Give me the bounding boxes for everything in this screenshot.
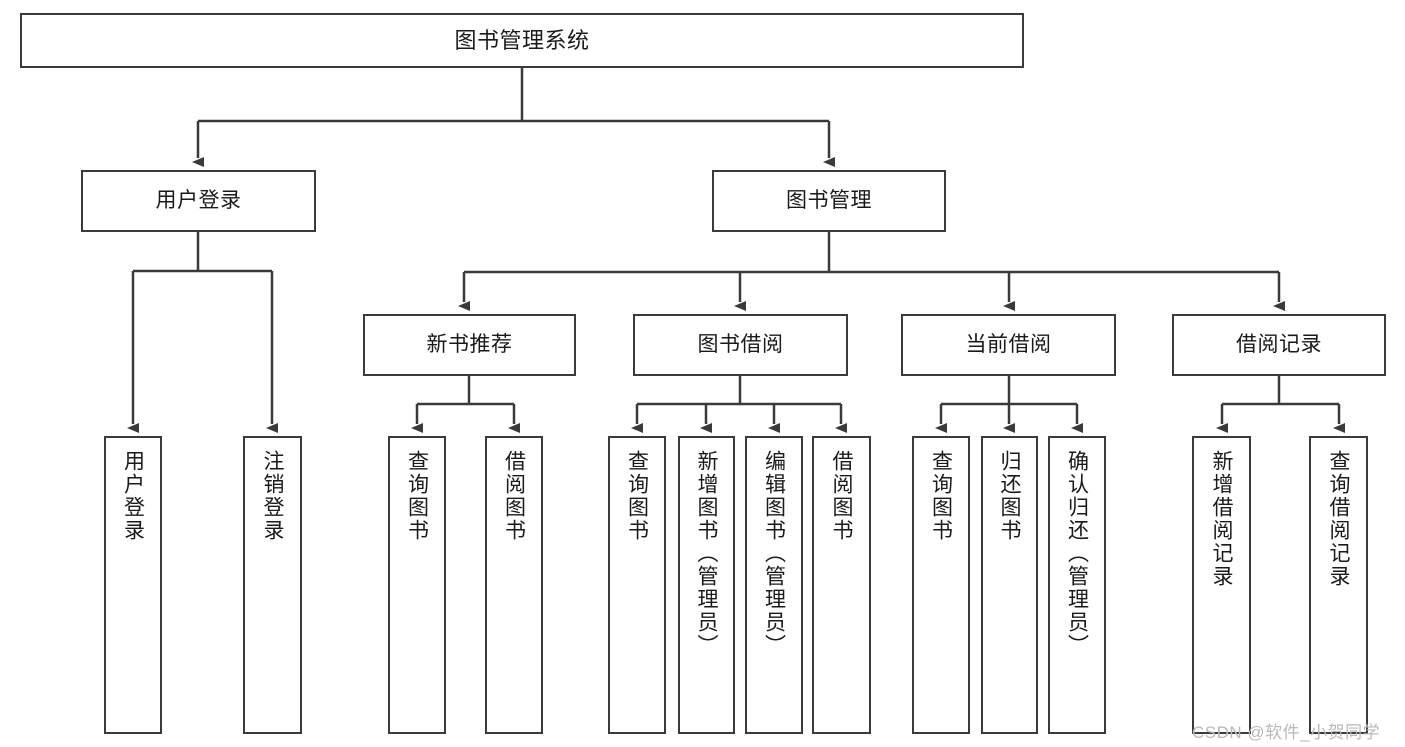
node-root-label: 图书管理系统 [454, 27, 590, 53]
leaf-new-book-query-label: 查询图书 [405, 450, 429, 542]
leaf-records-add-record[interactable]: 新增借阅记录 [1192, 436, 1251, 734]
leaf-records-query-record[interactable]: 查询借阅记录 [1309, 436, 1368, 734]
leaf-user-login-signin[interactable]: 用户登录 [104, 436, 162, 734]
leaf-user-login-signin-label: 用户登录 [121, 450, 145, 542]
leaf-borrow-add-book-label: 新增图书（管理员） [695, 450, 719, 657]
watermark: CSDN @软件_小贺同学 [1192, 723, 1381, 742]
leaf-new-book-borrow-label: 借阅图书 [502, 450, 526, 542]
node-user-login-label: 用户登录 [155, 188, 242, 212]
node-current-borrow[interactable]: 当前借阅 [901, 314, 1116, 376]
node-borrow-records[interactable]: 借阅记录 [1172, 314, 1386, 376]
leaf-current-return-book-label: 归还图书 [998, 450, 1022, 542]
leaf-current-query-book[interactable]: 查询图书 [912, 436, 970, 734]
leaf-new-book-borrow[interactable]: 借阅图书 [485, 436, 543, 734]
node-book-management-label: 图书管理 [786, 188, 872, 212]
leaf-records-add-record-label: 新增借阅记录 [1210, 450, 1234, 588]
leaf-borrow-borrow-book-label: 借阅图书 [830, 450, 854, 542]
leaf-current-confirm-return-label: 确认归还（管理员） [1065, 450, 1089, 657]
leaf-borrow-edit-book-label: 编辑图书（管理员） [762, 450, 786, 657]
leaf-records-query-record-label: 查询借阅记录 [1327, 450, 1351, 588]
leaf-user-login-signout[interactable]: 注销登录 [243, 436, 302, 734]
leaf-current-confirm-return[interactable]: 确认归还（管理员） [1048, 436, 1106, 734]
leaf-user-login-signout-label: 注销登录 [261, 450, 285, 542]
node-book-borrow[interactable]: 图书借阅 [633, 314, 848, 376]
leaf-borrow-add-book[interactable]: 新增图书（管理员） [678, 436, 735, 734]
node-borrow-records-label: 借阅记录 [1236, 332, 1322, 356]
leaf-borrow-edit-book[interactable]: 编辑图书（管理员） [745, 436, 803, 734]
leaf-current-query-book-label: 查询图书 [929, 450, 953, 542]
leaf-borrow-query-book[interactable]: 查询图书 [608, 436, 666, 734]
node-root[interactable]: 图书管理系统 [20, 13, 1024, 68]
leaf-borrow-borrow-book[interactable]: 借阅图书 [812, 436, 871, 734]
node-user-login[interactable]: 用户登录 [81, 170, 316, 232]
leaf-current-return-book[interactable]: 归还图书 [981, 436, 1038, 734]
node-new-book-recommend[interactable]: 新书推荐 [363, 314, 576, 376]
node-new-book-recommend-label: 新书推荐 [426, 332, 513, 356]
leaf-new-book-query[interactable]: 查询图书 [388, 436, 446, 734]
node-book-borrow-label: 图书借阅 [697, 332, 784, 356]
node-current-borrow-label: 当前借阅 [965, 332, 1052, 356]
node-book-management[interactable]: 图书管理 [712, 170, 946, 232]
leaf-borrow-query-book-label: 查询图书 [625, 450, 649, 542]
